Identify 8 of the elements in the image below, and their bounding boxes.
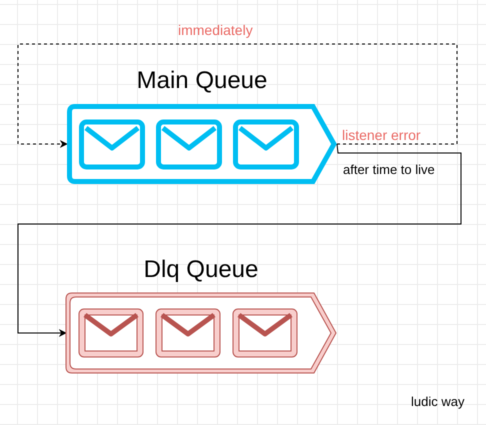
edge-label: immediately bbox=[178, 22, 253, 38]
note-label: ludic way bbox=[411, 394, 464, 410]
edge-label: after time to live bbox=[343, 162, 435, 178]
arrow bbox=[18, 44, 458, 148]
queue-title: Main Queue bbox=[136, 66, 268, 96]
error-label: listener error bbox=[342, 127, 421, 143]
queue-title: Dlq Queue bbox=[144, 255, 258, 285]
arrow bbox=[18, 144, 462, 337]
